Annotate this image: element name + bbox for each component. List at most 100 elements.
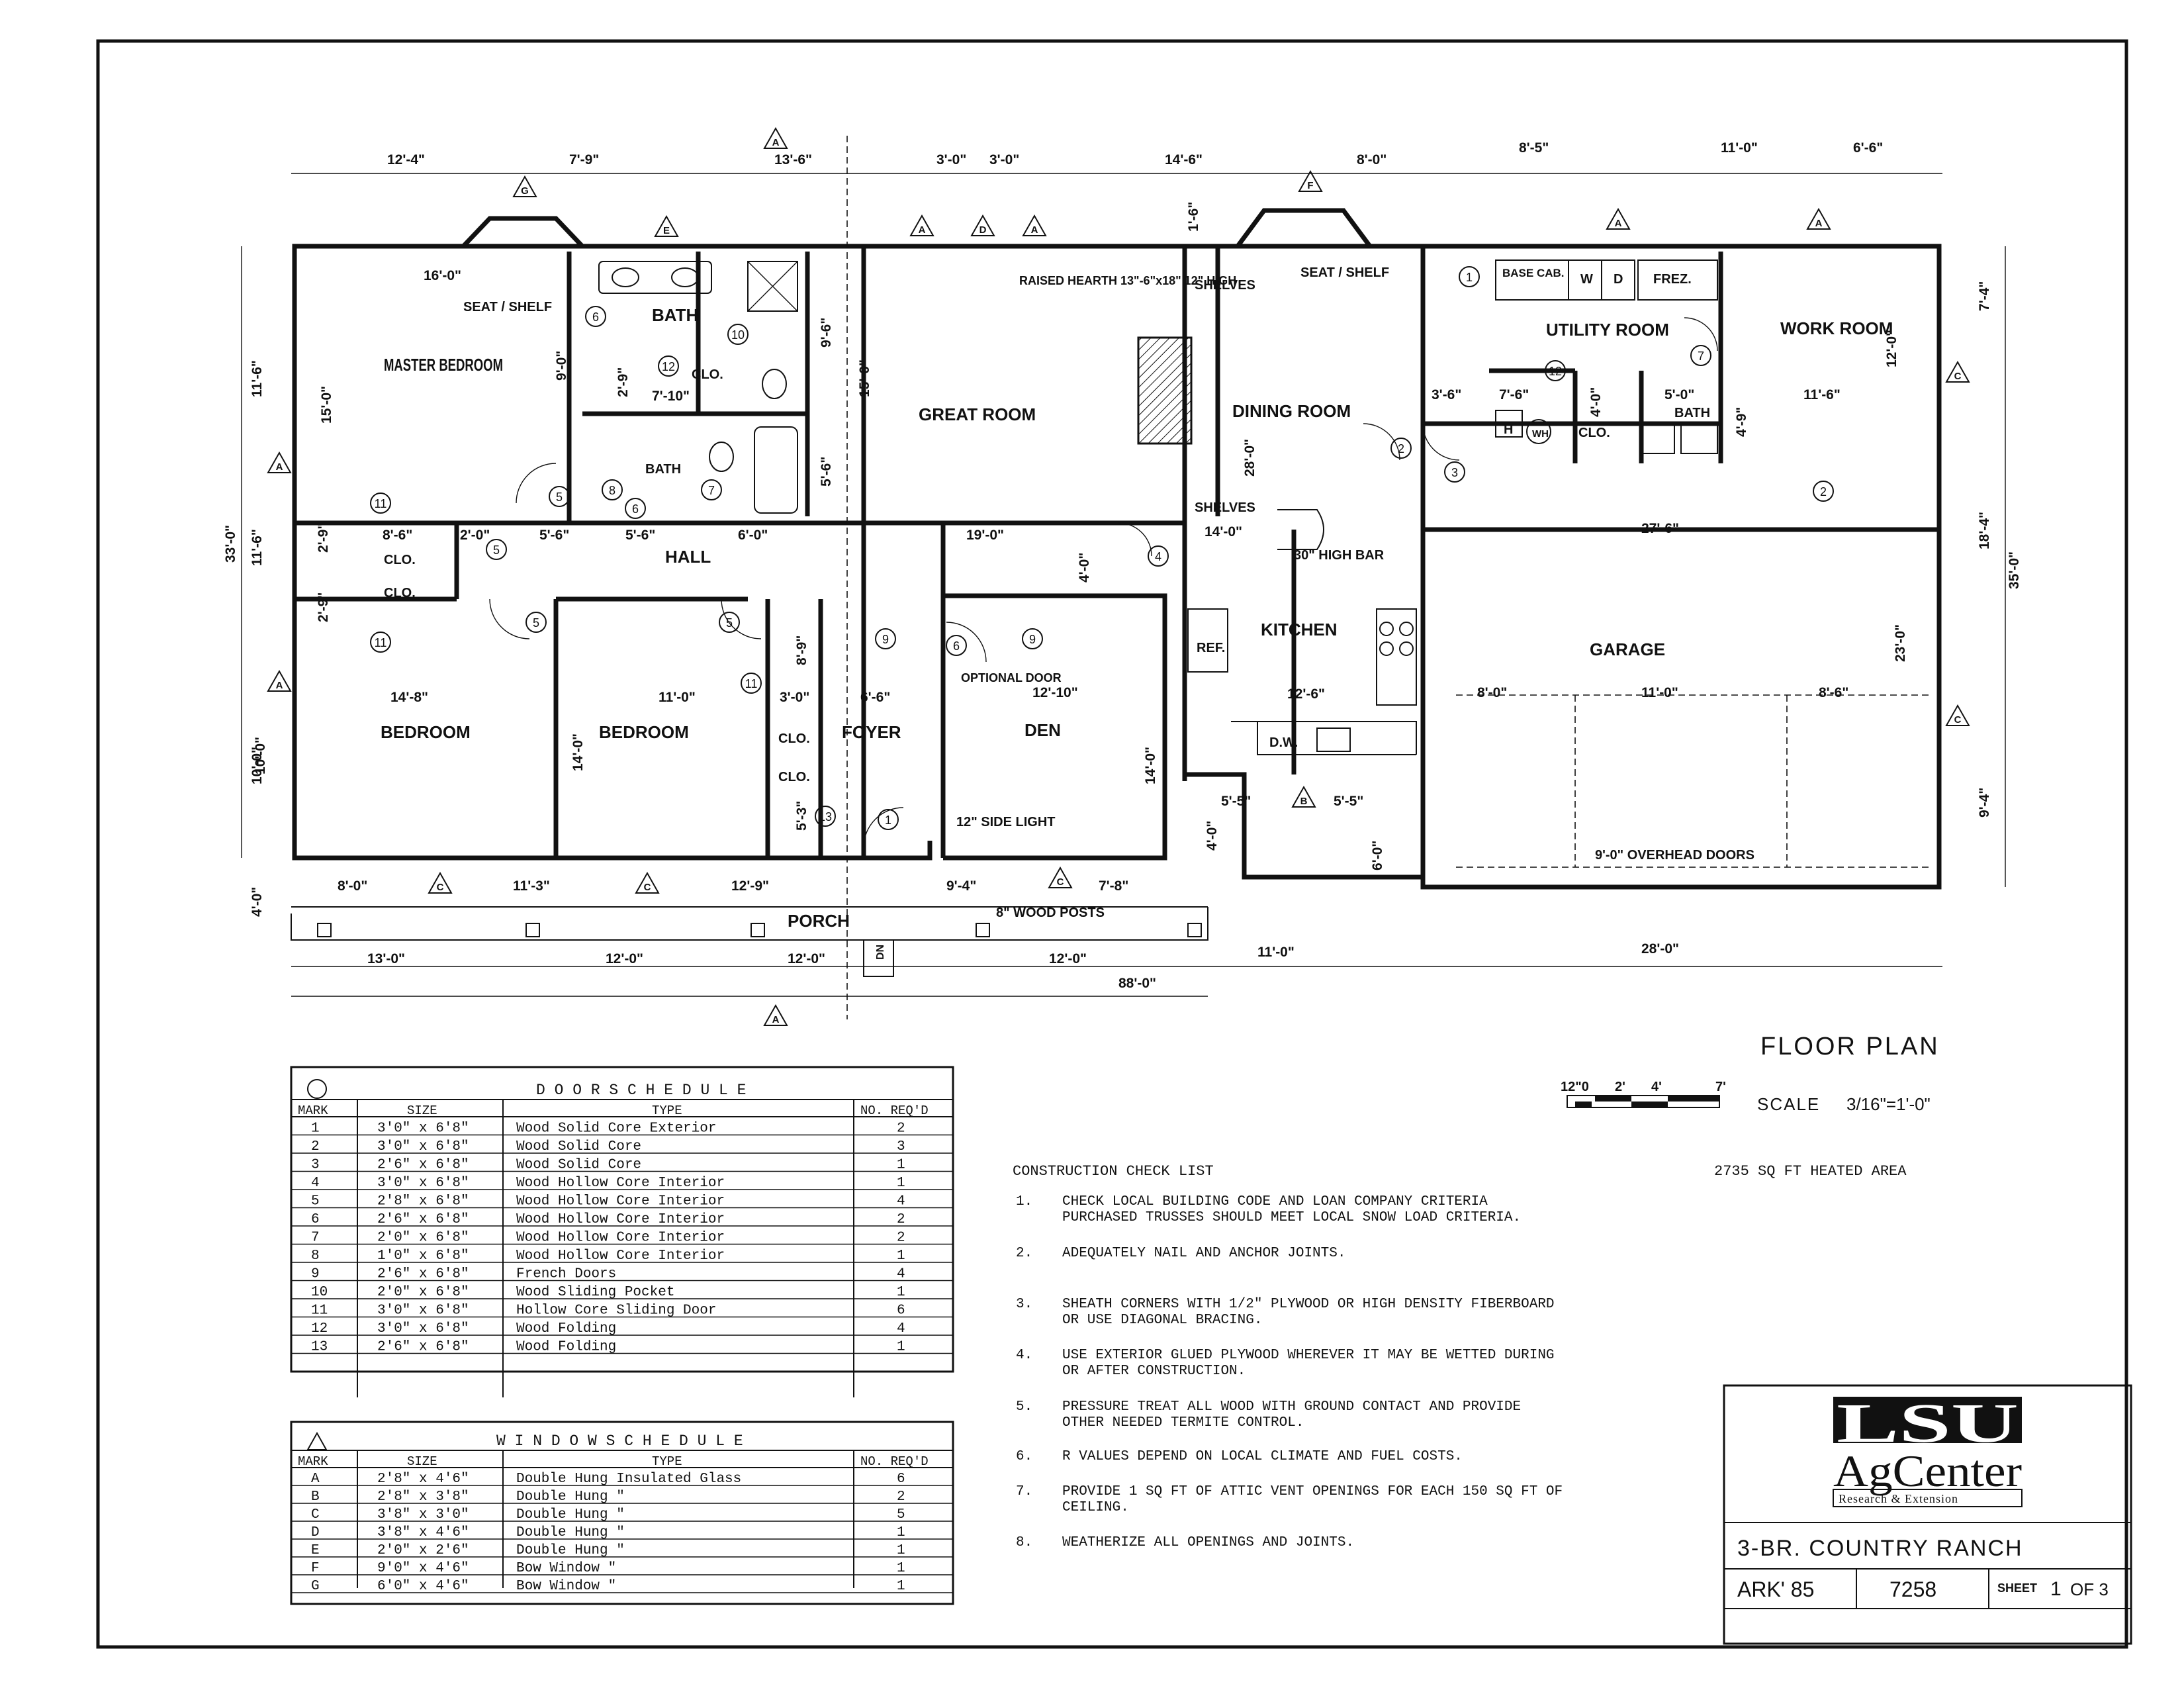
dim-interior: 3'-6" [1432,387,1461,402]
dim-top: 3'-0" [989,152,1019,167]
checklist-number: 1. [1016,1194,1032,1209]
dim-interior: 5'-6" [539,528,569,543]
schedule-cell: Bow Window " [516,1561,616,1576]
dim-bottom: 12'-9" [731,878,769,894]
door-tag [585,306,606,327]
window-tag-label: A [772,137,780,148]
checklist-line: USE EXTERIOR GLUED PLYWOOD WHEREVER IT M… [1062,1348,1555,1363]
label-dn: DN [875,945,886,960]
room-labels: MASTER BEDROOM BATH BATH GREAT ROOM DINI… [381,267,1893,960]
floor-plan [241,136,2006,1019]
window-tag-label: A [1815,218,1823,229]
logo-tag: Research & Extension [1839,1492,1958,1505]
door-tag [878,809,899,830]
schedule-cell: 1 [311,1121,320,1137]
schedule-cell: Wood Sliding Pocket [516,1285,674,1300]
room-hall: HALL [665,547,711,567]
schedule-cell: Wood Folding [516,1321,616,1336]
dim-interior: 14'-8" [390,690,428,705]
door-tag-label: 10 [731,328,745,342]
dim-interior: 6'-0" [1370,841,1385,870]
schedule-header: TYPE [652,1103,682,1118]
label-base-cab: BASE CAB. [1502,267,1565,279]
kitchen-counters [1187,509,1417,755]
dim-interior: 5'-6" [625,528,655,543]
schedule-cell: D [311,1525,320,1540]
checklist-number: 5. [1016,1399,1032,1415]
door-tag [525,612,547,633]
schedule-cell: 2'0" x 6'8" [377,1285,469,1300]
dim-interior: 8'-9" [794,635,809,665]
door-tag-label: 6 [953,639,960,653]
dim-interior: 2'-9" [615,367,631,397]
checklist-line: R VALUES DEPEND ON LOCAL CLIMATE AND FUE… [1062,1449,1463,1464]
label-clo-5: CLO. [778,770,810,784]
schedule-cell: 6 [897,1472,905,1487]
dim-interior: 5'-5" [1334,794,1363,809]
schedule-cell: Double Hung " [516,1489,625,1505]
dim-interior: 10'-0" [253,737,268,774]
logo-main: LSU [1837,1393,2019,1454]
checklist-line: OR AFTER CONSTRUCTION. [1062,1364,1246,1379]
door-tag-label: 9 [882,633,889,646]
schedule-header: NO. REQ'D [860,1103,929,1118]
schedule-cell: 2'8" x 4'6" [377,1472,469,1487]
schedule-cell: Wood Solid Core Exterior [516,1121,716,1137]
window-tag [909,214,934,236]
door-tag [1690,345,1711,366]
checklist-line: PROVIDE 1 SQ FT OF ATTIC VENT OPENINGS F… [1062,1484,1563,1499]
scale-value: 3/16"=1'-0" [1846,1094,1931,1114]
window-tag [428,871,453,894]
dim-right: 9'-4" [1977,788,1992,818]
door-tag-label: 4 [1155,550,1161,563]
checklist-number: 6. [1016,1449,1032,1464]
window-tag-label: C [644,882,651,893]
dim-top: 8'-0" [1357,152,1387,167]
dim-overall: 88'-0" [1118,976,1156,991]
door-tag [946,635,967,656]
schedule-cell: 2 [311,1139,320,1154]
schedule-cell: Double Hung " [516,1525,625,1540]
window-tag [763,126,788,149]
dim-bottom-2: 28'-0" [1641,941,1679,957]
schedule-cell: 2 [897,1212,905,1227]
schedule-header: NO. REQ'D [860,1454,929,1469]
room-utility-room: UTILITY ROOM [1546,320,1669,340]
schedule-cell: 12 [311,1321,328,1336]
sheet-label: SHEET [1997,1581,2037,1595]
schedule-cell: 1 [897,1525,905,1540]
schedule-cell: 2'0" x 2'6" [377,1543,469,1558]
door-tag [1459,266,1480,287]
door-schedule-title: D O O R S C H E D U L E [536,1082,746,1099]
room-foyer: FOYER [842,722,901,742]
door-tag [875,628,896,649]
label-clo-2: CLO. [384,586,416,600]
schedule-cell: Double Hung " [516,1543,625,1558]
schedule-cell: 4 [897,1194,905,1209]
label-d: D [1614,272,1623,287]
heated-area: 2735 SQ FT HEATED AREA [1714,1163,1907,1180]
door-tag [625,498,646,519]
schedule-cell: 3'0" x 6'8" [377,1139,469,1154]
dim-bottom-2: 12'-0" [1049,951,1087,966]
drawing-title: FLOOR PLAN [1760,1033,1940,1060]
note-high-bar: 30" HIGH BAR [1294,548,1385,563]
schedule-cell: Wood Hollow Core Interior [516,1194,725,1209]
door-tag-label: 1 [885,814,891,827]
schedule-cell: 5 [311,1194,320,1209]
door-tag [719,612,740,633]
door-tag-label: 5 [556,491,563,504]
dim-interior: 1'-6" [1186,202,1201,232]
note-raised-hearth: RAISED HEARTH 13"-6"x18" 12" HIGH [1019,274,1236,287]
checklist-line: OTHER NEEDED TERMITE CONTROL. [1062,1415,1304,1430]
dim-interior: 2'-0" [460,528,490,543]
window-tag [1291,785,1316,808]
dim-top: 3'-0" [936,152,966,167]
window-tag-label: C [1954,371,1962,382]
schedule-cell: 2'6" x 6'8" [377,1340,469,1355]
schedule-cell: 1 [897,1176,905,1191]
dimensions-bottom: 8'-0" 11'-3" 12'-9" 9'-4" 7'-8" 13'-0" 1… [338,878,1679,991]
schedule-header: MARK [298,1103,328,1118]
dim-interior: 6'-6" [860,690,890,705]
